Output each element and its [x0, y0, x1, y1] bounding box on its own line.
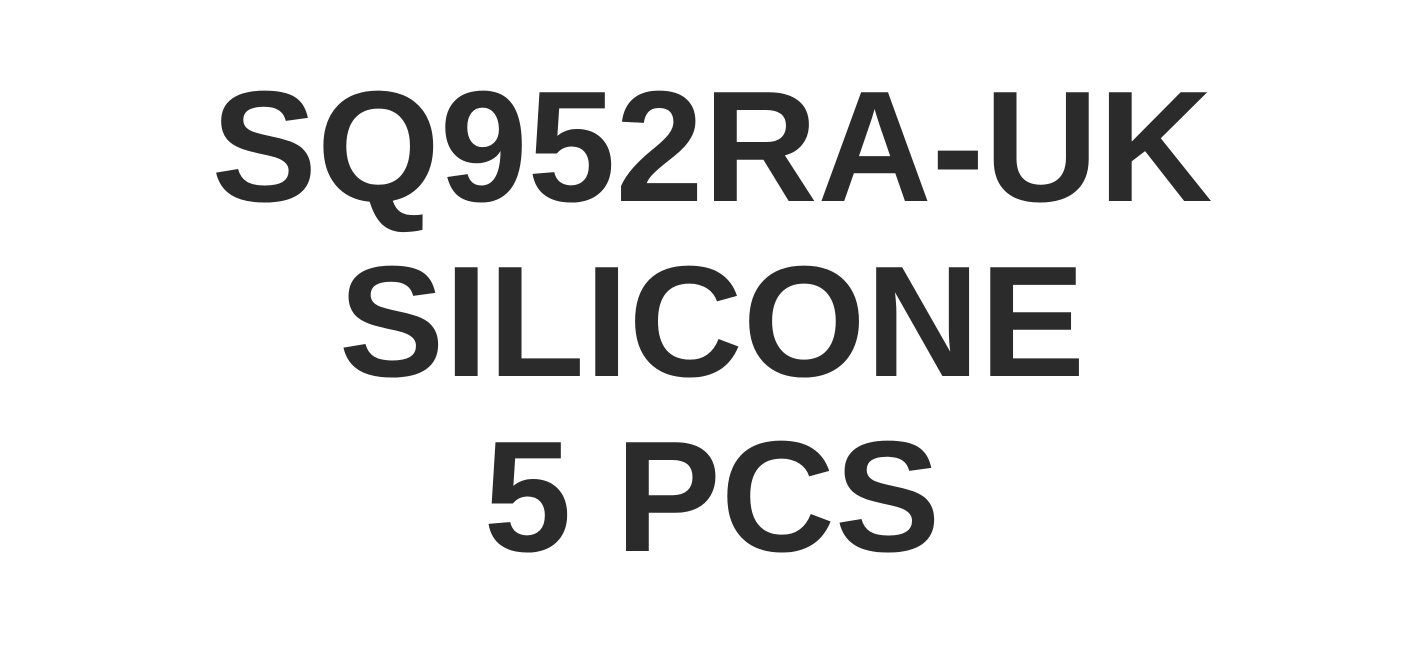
part-number: SQ952RA-UK [211, 59, 1213, 235]
material-text: SILICONE [338, 234, 1086, 410]
quantity-text: 5 PCS [483, 409, 941, 585]
